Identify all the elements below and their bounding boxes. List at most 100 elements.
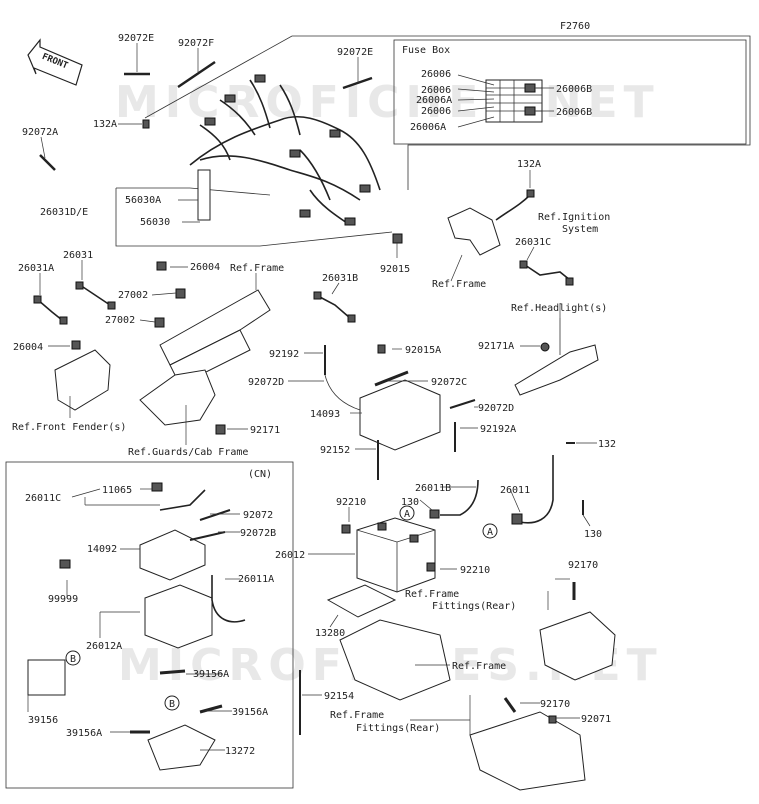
part-label: 26006B: [556, 107, 592, 118]
bracket-56030: [197, 169, 211, 221]
part-label: 92072C: [431, 377, 467, 388]
part-label: 92072D: [478, 403, 514, 414]
clamp-92072f: [177, 60, 216, 89]
part-label: 26011: [500, 485, 530, 496]
marker-a-right: [482, 523, 498, 539]
part-label: 99999: [48, 594, 78, 605]
part-label: 39156: [28, 715, 58, 726]
part-label: 92071: [581, 714, 611, 725]
part-label: 92072D: [248, 377, 284, 388]
part-label: 92192: [269, 349, 299, 360]
marker-a-left: [399, 505, 415, 521]
part-label: 26011A: [238, 574, 274, 585]
part-label: 92171A: [478, 341, 514, 352]
ref-label: System: [562, 224, 598, 235]
part-label: 132A: [93, 119, 117, 130]
part-label: 39156A: [232, 707, 268, 718]
clamp-92072e-right: [342, 76, 373, 90]
part-label: 26031B: [322, 273, 358, 284]
part-label: 56030A: [125, 195, 161, 206]
main-wire-harness: [189, 74, 381, 226]
ref-label: Fittings(Rear): [356, 723, 440, 734]
figure-code: F2760: [560, 21, 590, 32]
part-label: 13280: [315, 628, 345, 639]
ref-label: Ref.Frame: [330, 710, 384, 721]
frame-member-center: [154, 288, 271, 386]
harness-26031b: [313, 291, 356, 323]
ref-label: Ref.Frame: [432, 279, 486, 290]
ref-label: Ref.Frame: [405, 589, 459, 600]
part-label: 26006B: [556, 84, 592, 95]
part-label: 11065: [102, 485, 132, 496]
ref-label: Ref.Front Fender(s): [12, 422, 126, 433]
part-label: 92170: [540, 699, 570, 710]
marker-b-left-label: B: [70, 654, 76, 665]
ignition-bracket: [447, 189, 535, 256]
harness-group-outline: [144, 35, 751, 190]
battery-cable-26011: [511, 442, 584, 525]
guards-cab-frame-outline: [139, 369, 226, 435]
part-label: 92072A: [22, 127, 58, 138]
part-label: 130: [401, 497, 419, 508]
cn-tray-13272: B: [130, 669, 223, 771]
part-label: 26006A: [410, 122, 446, 133]
part-label: 26006: [421, 106, 451, 117]
rear-fittings-lower: [469, 697, 586, 791]
ref-label: Ref.Ignition: [538, 212, 610, 223]
part-label: 92170: [568, 560, 598, 571]
ref-label: Fittings(Rear): [432, 601, 516, 612]
part-label: 132: [598, 439, 616, 450]
ref-label: Ref.Frame: [230, 263, 284, 274]
ref-label: Ref.Frame: [452, 661, 506, 672]
bolt-132a: [142, 119, 150, 129]
nut-92015: [392, 233, 403, 244]
part-label: 26006: [421, 85, 451, 96]
part-labels: 92072E 92072F 92072E 92072A 132A 26006 2…: [13, 33, 616, 757]
part-label: 92192A: [480, 424, 516, 435]
part-label: 92072: [243, 510, 273, 521]
part-label: 14093: [310, 409, 340, 420]
fuse-box: [485, 79, 543, 123]
part-label: 27002: [118, 290, 148, 301]
part-label: 39156A: [193, 669, 229, 680]
part-label: 14092: [87, 544, 117, 555]
part-label: 39156A: [66, 728, 102, 739]
part-label: 56030: [140, 217, 170, 228]
part-label: 26011C: [25, 493, 61, 504]
headlight-frame-outline: [514, 318, 599, 396]
harness-26031a: [33, 295, 68, 325]
battery-case-14093: [324, 344, 476, 480]
marker-b-right-label: B: [169, 699, 175, 710]
part-label: 26011B: [415, 483, 451, 494]
front-fender-outline: [54, 340, 111, 411]
part-label: 26031A: [18, 263, 54, 274]
part-label: 26006A: [416, 95, 452, 106]
grommet-26004: [156, 261, 167, 271]
part-label: 92152: [320, 445, 350, 456]
marker-a-left-label: A: [404, 509, 410, 520]
part-label: 92072E: [337, 47, 373, 58]
part-label: 26004: [13, 342, 43, 353]
part-label: 26004: [190, 262, 220, 273]
part-label: 92072F: [178, 38, 214, 49]
part-label: 92072B: [240, 528, 276, 539]
fuse-box-title: Fuse Box: [402, 45, 450, 56]
part-label: 26006: [421, 69, 451, 80]
cn-label-sheet-39156: B: [27, 650, 81, 696]
part-label: 92154: [324, 691, 354, 702]
part-label: 92171: [250, 425, 280, 436]
marker-a-right-label: A: [487, 527, 493, 538]
battery-tray-13280: [299, 584, 451, 735]
cn-inset-box: [5, 461, 294, 789]
part-label: 92015: [380, 264, 410, 275]
harness-26031: [75, 281, 116, 310]
front-arrow-icon: FRONT: [27, 38, 83, 86]
part-label: 26012A: [86, 641, 122, 652]
part-label: 92210: [336, 497, 366, 508]
part-label: 92015A: [405, 345, 441, 356]
cn-battery: [59, 559, 246, 649]
harness-26031c: [519, 260, 574, 286]
clamp-92072a: [39, 154, 56, 171]
part-label: 130: [584, 529, 602, 540]
part-label: 26012: [275, 550, 305, 561]
